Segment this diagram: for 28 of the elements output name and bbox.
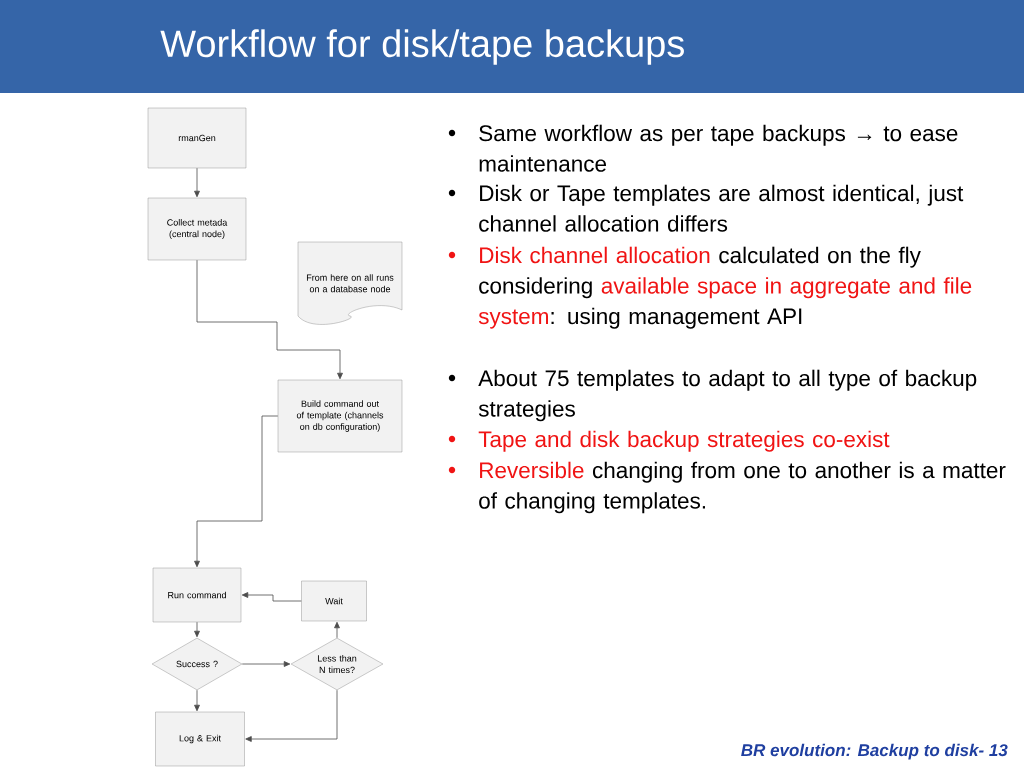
arrow <box>194 415 279 568</box>
bullet-text: Same workflow as per tape backups → to ease maintenance <box>479 124 958 172</box>
arrow <box>194 689 200 712</box>
footer-text: BR evolution: Backup to disk- 13 <box>741 743 1008 760</box>
process-box: Collect metada (central node) <box>147 197 247 261</box>
label: : using management API <box>551 307 802 329</box>
label: Disk channel allocation <box>480 246 710 264</box>
arrow <box>241 592 302 602</box>
process-box: rmanGen <box>147 107 247 169</box>
label: considering <box>479 277 592 299</box>
label: calculated on the fly <box>719 246 921 268</box>
label: system <box>478 309 548 329</box>
bullet-text: Reversible changing from one to another is a matter of changing templates. <box>479 461 1006 514</box>
arrow <box>194 167 200 198</box>
bullet-text: About 75 templates to adapt to all type of backup strategies <box>478 369 977 422</box>
arrow <box>241 661 291 667</box>
arrow <box>334 621 340 639</box>
process-box: Wait <box>301 580 367 622</box>
slide-title: Workflow for disk/tape backups <box>160 29 684 65</box>
bullet-text: Tape and disk backup strategies co-exist <box>478 430 890 452</box>
process-box: Build command out of template (channels on db configuration) <box>277 379 403 453</box>
bullet-text: Disk channel allocation calculated on the fly considering available space in aggregate and file system: using management API <box>478 246 972 329</box>
process-box: Log & Exit <box>155 711 245 767</box>
arrow <box>194 621 200 638</box>
arrow <box>245 689 338 742</box>
label: available space in aggregate and file <box>601 277 972 299</box>
arrow <box>196 259 343 380</box>
process-box: Run command <box>152 567 242 623</box>
